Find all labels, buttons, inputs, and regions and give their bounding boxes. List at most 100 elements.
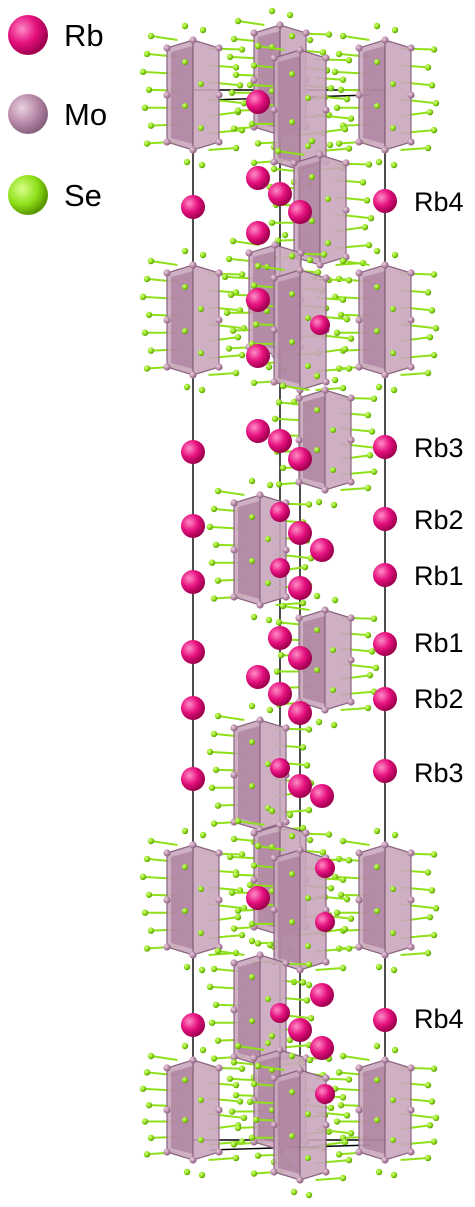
se-atom — [264, 308, 270, 314]
se-bond — [282, 385, 310, 391]
se-atom — [143, 140, 151, 147]
mo-atom — [276, 1046, 284, 1054]
mo-atom — [256, 716, 264, 724]
mo-face-shade — [171, 851, 193, 949]
mo-face-shade — [278, 276, 300, 384]
se-atom — [373, 22, 381, 30]
se-atom — [325, 240, 331, 246]
se-atom — [141, 909, 149, 916]
mo-atom — [381, 146, 389, 154]
se-atom — [341, 925, 349, 933]
se-atom — [335, 1069, 343, 1076]
mo-atom — [215, 896, 223, 904]
se-atom — [286, 811, 294, 819]
se-atom — [210, 965, 218, 973]
se-atom — [391, 831, 399, 839]
se-atom — [390, 930, 396, 936]
mo-atom — [381, 36, 389, 44]
se-atom — [246, 1098, 254, 1106]
mo-atom — [407, 943, 415, 951]
mo-atom — [276, 821, 284, 829]
rb-atom — [181, 440, 205, 464]
se-atom — [345, 1156, 353, 1164]
mo-atom — [189, 36, 197, 44]
se-atom — [345, 277, 353, 284]
se-atom — [182, 908, 188, 914]
se-atom — [343, 895, 351, 903]
se-atom — [182, 1117, 188, 1123]
se-atom — [198, 81, 204, 87]
se-atom — [147, 347, 155, 354]
se-atom — [254, 140, 262, 147]
se-atom — [390, 81, 396, 87]
se-atom — [390, 1137, 396, 1143]
mo-atom — [407, 1148, 415, 1156]
se-atom — [303, 762, 311, 769]
se-atom — [274, 147, 282, 155]
se-atom — [226, 853, 234, 861]
se-atom — [375, 158, 383, 166]
mo-atom — [355, 1106, 363, 1114]
se-atom — [270, 165, 278, 173]
mo-face-shade — [171, 1066, 193, 1154]
mo-atom — [347, 656, 355, 664]
se-atom — [236, 82, 244, 89]
mo-cluster — [266, 137, 375, 284]
mo-atom — [322, 906, 330, 914]
se-bond — [340, 487, 369, 491]
se-atom — [250, 1080, 258, 1088]
rb-atom — [288, 576, 312, 600]
se-atom — [390, 161, 398, 169]
mo-cluster — [206, 477, 315, 624]
se-atom — [335, 140, 343, 147]
se-atom — [232, 1081, 240, 1089]
se-atom — [331, 68, 339, 76]
se-atom — [345, 145, 353, 152]
site-labels: Rb4 Rb3 Rb2 Rb1 Rb1 Rb2 Rb3 Rb4 — [414, 187, 464, 1034]
se-atom — [234, 1124, 242, 1132]
se-atom — [330, 467, 336, 473]
rb-atom — [288, 701, 312, 725]
se-atom — [364, 631, 372, 639]
rb-atom — [310, 983, 334, 1007]
mo-atom — [342, 159, 350, 167]
se-atom — [234, 17, 242, 25]
rb-atom — [373, 1008, 397, 1032]
se-atom — [212, 766, 220, 773]
rb-atom — [315, 858, 335, 878]
mo-atom — [347, 436, 355, 444]
mo-atom — [322, 958, 330, 966]
se-atom — [234, 1042, 242, 1050]
se-atom — [226, 1075, 234, 1082]
se-atom — [367, 215, 375, 222]
mo-atom — [322, 1074, 330, 1082]
se-atom — [430, 351, 438, 359]
se-atom — [424, 144, 432, 152]
mo-atom — [230, 499, 238, 507]
se-atom — [226, 53, 234, 61]
se-atom — [325, 31, 333, 38]
se-atom — [424, 1081, 432, 1089]
se-bond — [217, 950, 245, 956]
se-atom — [265, 1040, 271, 1046]
se-atom — [289, 919, 295, 925]
se-legend-swatch — [8, 175, 48, 215]
mo-atom — [295, 394, 303, 402]
se-atom — [305, 363, 311, 369]
se-atom — [147, 837, 155, 845]
se-atom — [234, 907, 242, 914]
se-atom — [288, 832, 296, 840]
se-atom — [432, 905, 440, 912]
mo-atom — [215, 1148, 223, 1156]
se-atom — [391, 251, 399, 259]
se-atom — [145, 1101, 153, 1109]
mo-atom — [321, 706, 329, 714]
mo-atom — [355, 316, 363, 324]
se-atom — [254, 262, 262, 270]
rb-atom — [181, 570, 205, 594]
se-atom — [183, 383, 191, 391]
se-atom — [345, 57, 353, 64]
se-atom — [345, 1076, 353, 1083]
mo-atom — [270, 1074, 278, 1082]
se-atom — [248, 477, 256, 485]
